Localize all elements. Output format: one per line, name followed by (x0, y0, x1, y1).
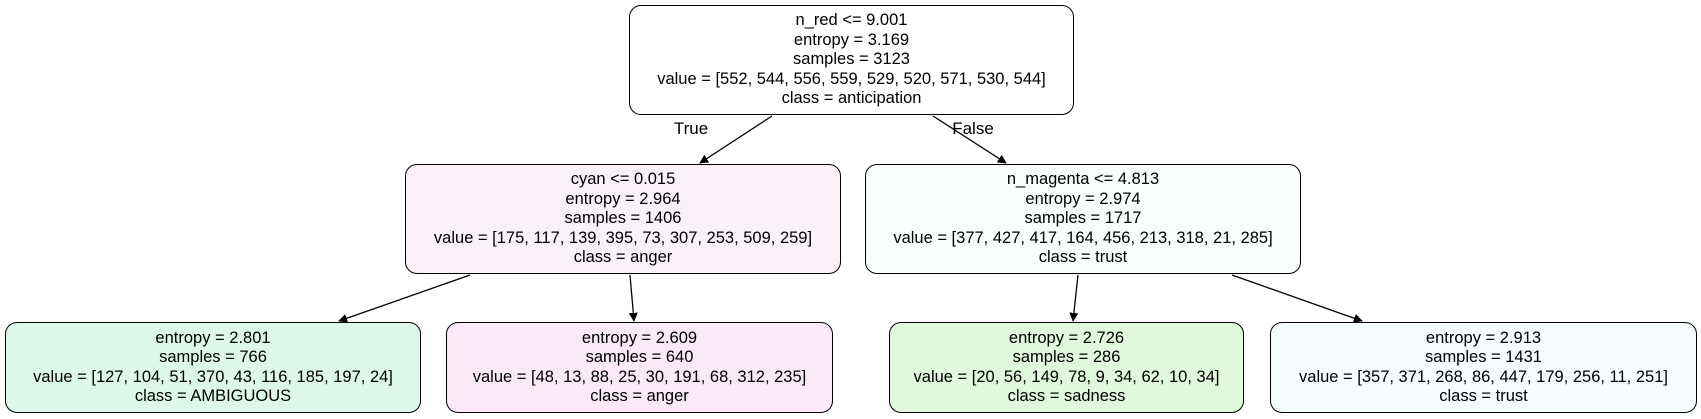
node-line: entropy = 3.169 (793, 30, 910, 49)
node-line: entropy = 2.726 (1008, 328, 1125, 347)
node-line: class = anger (590, 387, 689, 405)
node-line: entropy = 2.974 (1025, 189, 1141, 208)
node-line: value = [20, 56, 149, 78, 9, 34, 62, 10,… (913, 367, 1220, 386)
node-line: samples = 1406 (564, 209, 682, 228)
node-line: entropy = 2.801 (155, 328, 271, 347)
node-line: samples = 286 (1012, 348, 1121, 366)
node-line: cyan <= 0.015 (570, 170, 676, 189)
node-line: value = [127, 104, 51, 370, 43, 116, 185… (33, 367, 393, 386)
node-line: class = anticipation (781, 89, 922, 108)
node-line: class = anger (573, 248, 673, 267)
node-line: value = [48, 13, 88, 25, 30, 191, 68, 31… (472, 367, 807, 386)
node-line: samples = 766 (159, 348, 267, 366)
node-line: n_red <= 9.001 (795, 11, 908, 30)
node-line: class = trust (1439, 387, 1528, 405)
node-line: samples = 640 (585, 348, 694, 366)
node-line: value = [357, 371, 268, 86, 447, 179, 25… (1299, 367, 1668, 386)
node-line: value = [377, 427, 417, 164, 456, 213, 3… (893, 228, 1273, 247)
node-line: entropy = 2.609 (581, 328, 698, 347)
edge-left-ll (338, 274, 471, 323)
node-line: samples = 1717 (1024, 209, 1142, 228)
edge-left-lr (628, 274, 638, 322)
node-line: samples = 1431 (1425, 348, 1542, 366)
node-line: value = [552, 544, 556, 559, 529, 520, 5… (657, 69, 1046, 88)
node-line: class = AMBIGUOUS (134, 387, 292, 405)
edge-root-right (932, 115, 1007, 164)
edge-label-true: True (673, 119, 709, 138)
node-line: class = sadness (1007, 387, 1126, 405)
edge-root-left (699, 115, 773, 164)
node-line: entropy = 2.913 (1425, 328, 1542, 347)
node-line: class = trust (1038, 248, 1128, 267)
edge-label-false: False (952, 119, 994, 138)
node-line: n_magenta <= 4.813 (1006, 170, 1160, 189)
node-line: value = [175, 117, 139, 395, 73, 307, 25… (433, 228, 813, 247)
edge-right-rr (1231, 274, 1363, 323)
node-line: samples = 3123 (793, 50, 910, 69)
node-line: entropy = 2.964 (565, 189, 681, 208)
edge-right-rl (1069, 274, 1079, 322)
